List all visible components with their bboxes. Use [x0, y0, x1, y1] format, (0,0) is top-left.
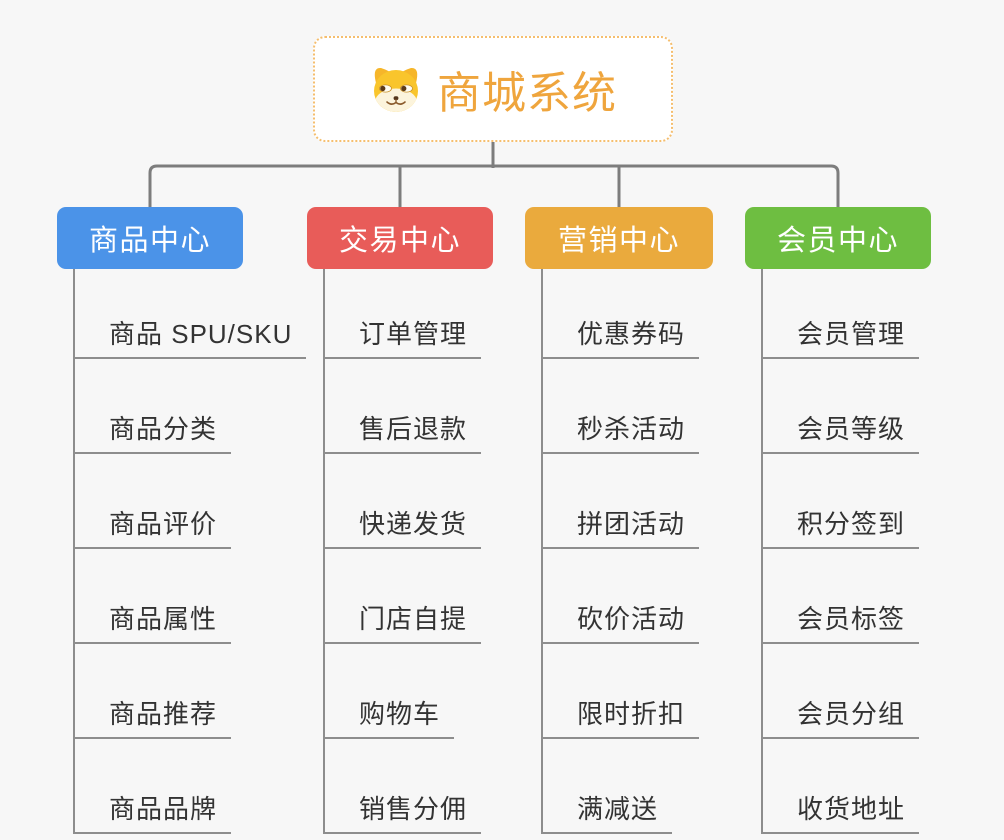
subtopic-node[interactable]: 商品评价: [75, 454, 232, 549]
branch-node[interactable]: 交易中心: [307, 207, 493, 269]
branch-children: 商品 SPU/SKU 商品分类 商品评价 商品属性 商品推荐 商品品牌: [73, 269, 307, 834]
subtopic-label: 会员等级: [797, 414, 906, 444]
branch-children: 优惠券码 秒杀活动 拼团活动 砍价活动 限时折扣 满减送: [541, 269, 713, 834]
subtopic-label: 优惠券码: [577, 319, 686, 349]
subtopic-label: 秒杀活动: [577, 414, 686, 444]
subtopic-label: 商品分类: [109, 414, 218, 444]
subtopic-label: 会员标签: [797, 604, 906, 634]
subtopic-label: 砍价活动: [577, 604, 686, 634]
dog-face-icon: [369, 64, 423, 114]
subtopic-label: 限时折扣: [577, 699, 686, 729]
subtopic-label: 销售分佣: [359, 794, 468, 824]
subtopic-node[interactable]: 售后退款: [325, 359, 482, 454]
subtopic-node[interactable]: 会员分组: [763, 644, 920, 739]
subtopic-label: 购物车: [359, 699, 441, 729]
subtopic-node[interactable]: 拼团活动: [543, 454, 700, 549]
branch-node[interactable]: 商品中心: [57, 207, 243, 269]
branch-children: 会员管理 会员等级 积分签到 会员标签 会员分组 收货地址: [761, 269, 931, 834]
branch-label: 商品中心: [88, 225, 211, 257]
subtopic-node[interactable]: 会员标签: [763, 549, 920, 644]
branch-label: 会员中心: [776, 225, 899, 257]
subtopic-label: 商品品牌: [109, 794, 218, 824]
subtopic-label: 商品推荐: [109, 699, 218, 729]
subtopic-node[interactable]: 优惠券码: [543, 269, 700, 359]
subtopic-node[interactable]: 商品品牌: [75, 739, 232, 834]
subtopic-node[interactable]: 满减送: [543, 739, 673, 834]
branch-label: 营销中心: [557, 225, 680, 257]
subtopic-node[interactable]: 订单管理: [325, 269, 482, 359]
subtopic-label: 商品评价: [109, 509, 218, 539]
subtopic-label: 售后退款: [359, 414, 468, 444]
subtopic-node[interactable]: 销售分佣: [325, 739, 482, 834]
branch-node[interactable]: 营销中心: [525, 207, 713, 269]
subtopic-label: 门店自提: [359, 604, 468, 634]
subtopic-label: 积分签到: [797, 509, 906, 539]
subtopic-node[interactable]: 商品 SPU/SKU: [75, 269, 307, 359]
root-node[interactable]: 商城系统: [313, 36, 673, 142]
subtopic-label: 商品属性: [109, 604, 218, 634]
subtopic-node[interactable]: 会员管理: [763, 269, 920, 359]
subtopic-node[interactable]: 门店自提: [325, 549, 482, 644]
subtopic-node[interactable]: 购物车: [325, 644, 455, 739]
branch-node[interactable]: 会员中心: [745, 207, 931, 269]
branch-children: 订单管理 售后退款 快递发货 门店自提 购物车 销售分佣: [323, 269, 493, 834]
subtopic-node[interactable]: 商品分类: [75, 359, 232, 454]
subtopic-node[interactable]: 快递发货: [325, 454, 482, 549]
branch-column: 商品中心 商品 SPU/SKU 商品分类 商品评价 商品属性 商品推荐 商品品牌: [57, 207, 307, 834]
subtopic-label: 拼团活动: [577, 509, 686, 539]
subtopic-node[interactable]: 积分签到: [763, 454, 920, 549]
subtopic-label: 商品 SPU/SKU: [109, 319, 293, 349]
subtopic-node[interactable]: 商品推荐: [75, 644, 232, 739]
subtopic-label: 会员分组: [797, 699, 906, 729]
subtopic-node[interactable]: 砍价活动: [543, 549, 700, 644]
root-title: 商城系统: [437, 69, 617, 118]
subtopic-label: 订单管理: [359, 319, 468, 349]
branch-column: 营销中心 优惠券码 秒杀活动 拼团活动 砍价活动 限时折扣 满减送: [525, 207, 713, 834]
branch-column: 交易中心 订单管理 售后退款 快递发货 门店自提 购物车 销售分佣: [307, 207, 493, 834]
subtopic-label: 会员管理: [797, 319, 906, 349]
subtopic-node[interactable]: 收货地址: [763, 739, 920, 834]
branch-column: 会员中心 会员管理 会员等级 积分签到 会员标签 会员分组 收货地址: [745, 207, 931, 834]
branch-label: 交易中心: [338, 225, 461, 257]
subtopic-node[interactable]: 限时折扣: [543, 644, 700, 739]
subtopic-node[interactable]: 会员等级: [763, 359, 920, 454]
subtopic-label: 满减送: [577, 794, 659, 824]
subtopic-node[interactable]: 商品属性: [75, 549, 232, 644]
subtopic-label: 收货地址: [797, 794, 906, 824]
subtopic-label: 快递发货: [359, 509, 468, 539]
subtopic-node[interactable]: 秒杀活动: [543, 359, 700, 454]
